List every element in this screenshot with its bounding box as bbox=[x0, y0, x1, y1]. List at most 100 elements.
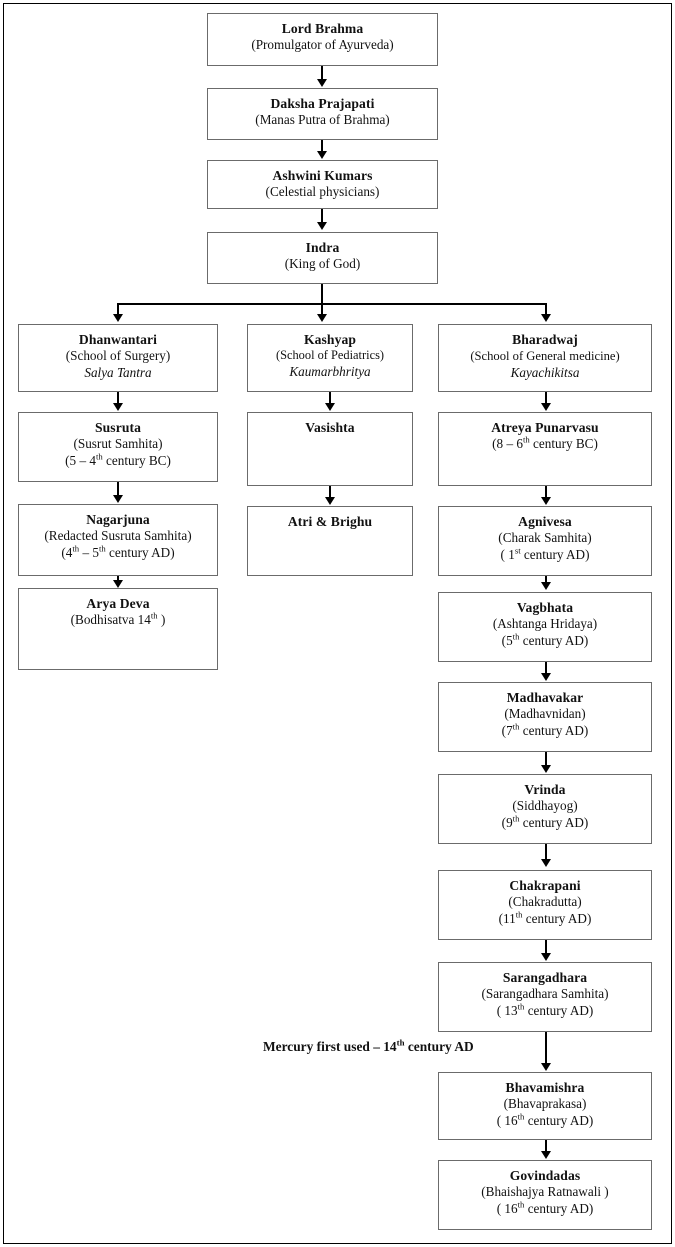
node-dhanwantari[interactable]: Dhanwantari (School of Surgery) Salya Ta… bbox=[18, 324, 218, 392]
node-title: Atreya Punarvasu bbox=[491, 420, 599, 435]
arrowhead-agnivesa-vagbhata bbox=[541, 582, 551, 590]
node-bharadwaj[interactable]: Bharadwaj (School of General medicine) K… bbox=[438, 324, 652, 392]
arrowhead-chakrapani-sarangadhara bbox=[541, 953, 551, 961]
node-sub2: Salya Tantra bbox=[84, 365, 152, 381]
edge-agnivesa-vagbhata bbox=[545, 576, 547, 584]
node-sub2: (9th century AD) bbox=[501, 813, 589, 831]
edge-bhavamishra-govindadas bbox=[545, 1140, 547, 1152]
node-arya-deva[interactable]: Arya Deva (Bodhisatva 14th ) bbox=[18, 588, 218, 670]
arrowhead-susruta-nagarjuna bbox=[113, 495, 123, 503]
node-title: Vasishta bbox=[305, 420, 355, 435]
arrowhead-kashyap-vasishta bbox=[325, 403, 335, 411]
node-title: Bhavamishra bbox=[505, 1080, 585, 1095]
edge-daksha-ashwini bbox=[321, 140, 323, 152]
node-sub1: (Bodhisatva 14th ) bbox=[70, 611, 166, 628]
node-title: Kashyap bbox=[303, 332, 357, 347]
node-sub1: (Promulgator of Ayurveda) bbox=[251, 37, 394, 53]
node-title: Susruta bbox=[94, 420, 142, 435]
node-bhavamishra[interactable]: Bhavamishra (Bhavaprakasa) ( 16th centur… bbox=[438, 1072, 652, 1140]
arrowhead-indra-dhanwantari bbox=[113, 314, 123, 322]
arrowhead-vasishta-atri bbox=[325, 497, 335, 505]
node-sub2: (4th – 5th century AD) bbox=[61, 543, 175, 561]
node-sub1: (Ashtanga Hridaya) bbox=[492, 616, 598, 632]
node-sub1: (School of Pediatrics) bbox=[275, 348, 385, 363]
node-sub1: (King of God) bbox=[284, 256, 361, 272]
node-title: Lord Brahma bbox=[281, 21, 364, 36]
node-sub1: (Sarangadhara Samhita) bbox=[481, 986, 609, 1002]
arrowhead-ashwini-indra bbox=[317, 222, 327, 230]
arrowhead-vrinda-chakrapani bbox=[541, 859, 551, 867]
node-govindadas[interactable]: Govindadas (Bhaishajya Ratnawali ) ( 16t… bbox=[438, 1160, 652, 1230]
node-nagarjuna[interactable]: Nagarjuna (Redacted Susruta Samhita) (4t… bbox=[18, 504, 218, 576]
mercury-first-used-note: Mercury first used – 14th century AD bbox=[263, 1037, 474, 1054]
node-title: Ashwini Kumars bbox=[272, 168, 373, 183]
node-sub2: (11th century AD) bbox=[498, 909, 592, 927]
arrowhead-sarangadhara-bhavamishra bbox=[541, 1063, 551, 1071]
node-sub2: (7th century AD) bbox=[501, 721, 589, 739]
arrowhead-dhanwantari-susruta bbox=[113, 403, 123, 411]
edge-ashwini-indra bbox=[321, 209, 323, 223]
edge-chakrapani-sarangadhara bbox=[545, 940, 547, 954]
node-sub2: ( 16th century AD) bbox=[496, 1199, 594, 1217]
node-title: Agnivesa bbox=[518, 514, 572, 529]
node-atreya-punarvasu[interactable]: Atreya Punarvasu (8 – 6th century BC) bbox=[438, 412, 652, 486]
node-sub2: Kayachikitsa bbox=[510, 364, 580, 380]
node-sub1: (School of Surgery) bbox=[65, 348, 171, 364]
node-sub2: ( 1st century AD) bbox=[500, 545, 590, 563]
node-lord-brahma[interactable]: Lord Brahma (Promulgator of Ayurveda) bbox=[207, 13, 438, 66]
edge-indra-dhanwantari bbox=[117, 303, 119, 315]
node-susruta[interactable]: Susruta (Susrut Samhita) (5 – 4th centur… bbox=[18, 412, 218, 482]
node-chakrapani[interactable]: Chakrapani (Chakradutta) (11th century A… bbox=[438, 870, 652, 940]
node-daksha-prajapati[interactable]: Daksha Prajapati (Manas Putra of Brahma) bbox=[207, 88, 438, 140]
node-sub1: (Manas Putra of Brahma) bbox=[255, 112, 390, 128]
node-sub1: (Chakradutta) bbox=[508, 894, 582, 910]
arrowhead-madhavakar-vrinda bbox=[541, 765, 551, 773]
node-title: Sarangadhara bbox=[502, 970, 588, 985]
edge-atreya-agnivesa bbox=[545, 486, 547, 498]
node-sub2: (5th century AD) bbox=[501, 631, 589, 649]
edge-vrinda-chakrapani bbox=[545, 844, 547, 860]
node-sarangadhara[interactable]: Sarangadhara (Sarangadhara Samhita) ( 13… bbox=[438, 962, 652, 1032]
edge-vasishta-atri bbox=[329, 486, 331, 498]
arrowhead-atreya-agnivesa bbox=[541, 497, 551, 505]
node-sub1: (School of General medicine) bbox=[470, 349, 620, 364]
edge-indra-bharadwaj bbox=[545, 303, 547, 315]
node-sub1: (Bhavaprakasa) bbox=[503, 1096, 587, 1112]
node-madhavakar[interactable]: Madhavakar (Madhavnidan) (7th century AD… bbox=[438, 682, 652, 752]
node-sub1: (Redacted Susruta Samhita) bbox=[44, 528, 192, 544]
node-kashyap[interactable]: Kashyap (School of Pediatrics) Kaumarbhr… bbox=[247, 324, 413, 392]
arrowhead-indra-kashyap bbox=[317, 314, 327, 322]
node-vrinda[interactable]: Vrinda (Siddhayog) (9th century AD) bbox=[438, 774, 652, 844]
edge-vagbhata-madhavakar bbox=[545, 662, 547, 674]
node-sub1: (Susrut Samhita) bbox=[73, 436, 163, 452]
node-sub1: (Charak Samhita) bbox=[498, 530, 592, 546]
arrowhead-bharadwaj-atreya bbox=[541, 403, 551, 411]
node-indra[interactable]: Indra (King of God) bbox=[207, 232, 438, 284]
node-atri-brighu[interactable]: Atri & Brighu bbox=[247, 506, 413, 576]
node-ashwini-kumars[interactable]: Ashwini Kumars (Celestial physicians) bbox=[207, 160, 438, 209]
node-sub1: (Siddhayog) bbox=[512, 798, 578, 814]
edge-brahma-daksha bbox=[321, 66, 323, 80]
node-sub2: Kaumarbhritya bbox=[289, 364, 371, 380]
node-title: Indra bbox=[305, 240, 340, 255]
arrowhead-daksha-ashwini bbox=[317, 151, 327, 159]
node-title: Nagarjuna bbox=[86, 512, 150, 527]
node-title: Bharadwaj bbox=[512, 332, 578, 347]
node-title: Vagbhata bbox=[516, 600, 574, 615]
node-sub1: (Bhaishajya Ratnawali ) bbox=[481, 1184, 609, 1200]
node-sub1: (8 – 6th century BC) bbox=[492, 435, 598, 452]
edge-susruta-nagarjuna bbox=[117, 482, 119, 496]
node-title: Vrinda bbox=[524, 782, 566, 797]
arrowhead-bhavamishra-govindadas bbox=[541, 1151, 551, 1159]
node-agnivesa[interactable]: Agnivesa (Charak Samhita) ( 1st century … bbox=[438, 506, 652, 576]
node-vagbhata[interactable]: Vagbhata (Ashtanga Hridaya) (5th century… bbox=[438, 592, 652, 662]
node-title: Daksha Prajapati bbox=[270, 96, 375, 111]
node-sub1: (Madhavnidan) bbox=[504, 706, 586, 722]
edge-nagarjuna-aryadeva bbox=[117, 576, 119, 582]
arrowhead-brahma-daksha bbox=[317, 79, 327, 87]
node-vasishta[interactable]: Vasishta bbox=[247, 412, 413, 486]
edge-madhavakar-vrinda bbox=[545, 752, 547, 766]
node-title: Dhanwantari bbox=[78, 332, 158, 347]
node-sub2: ( 13th century AD) bbox=[496, 1001, 594, 1019]
